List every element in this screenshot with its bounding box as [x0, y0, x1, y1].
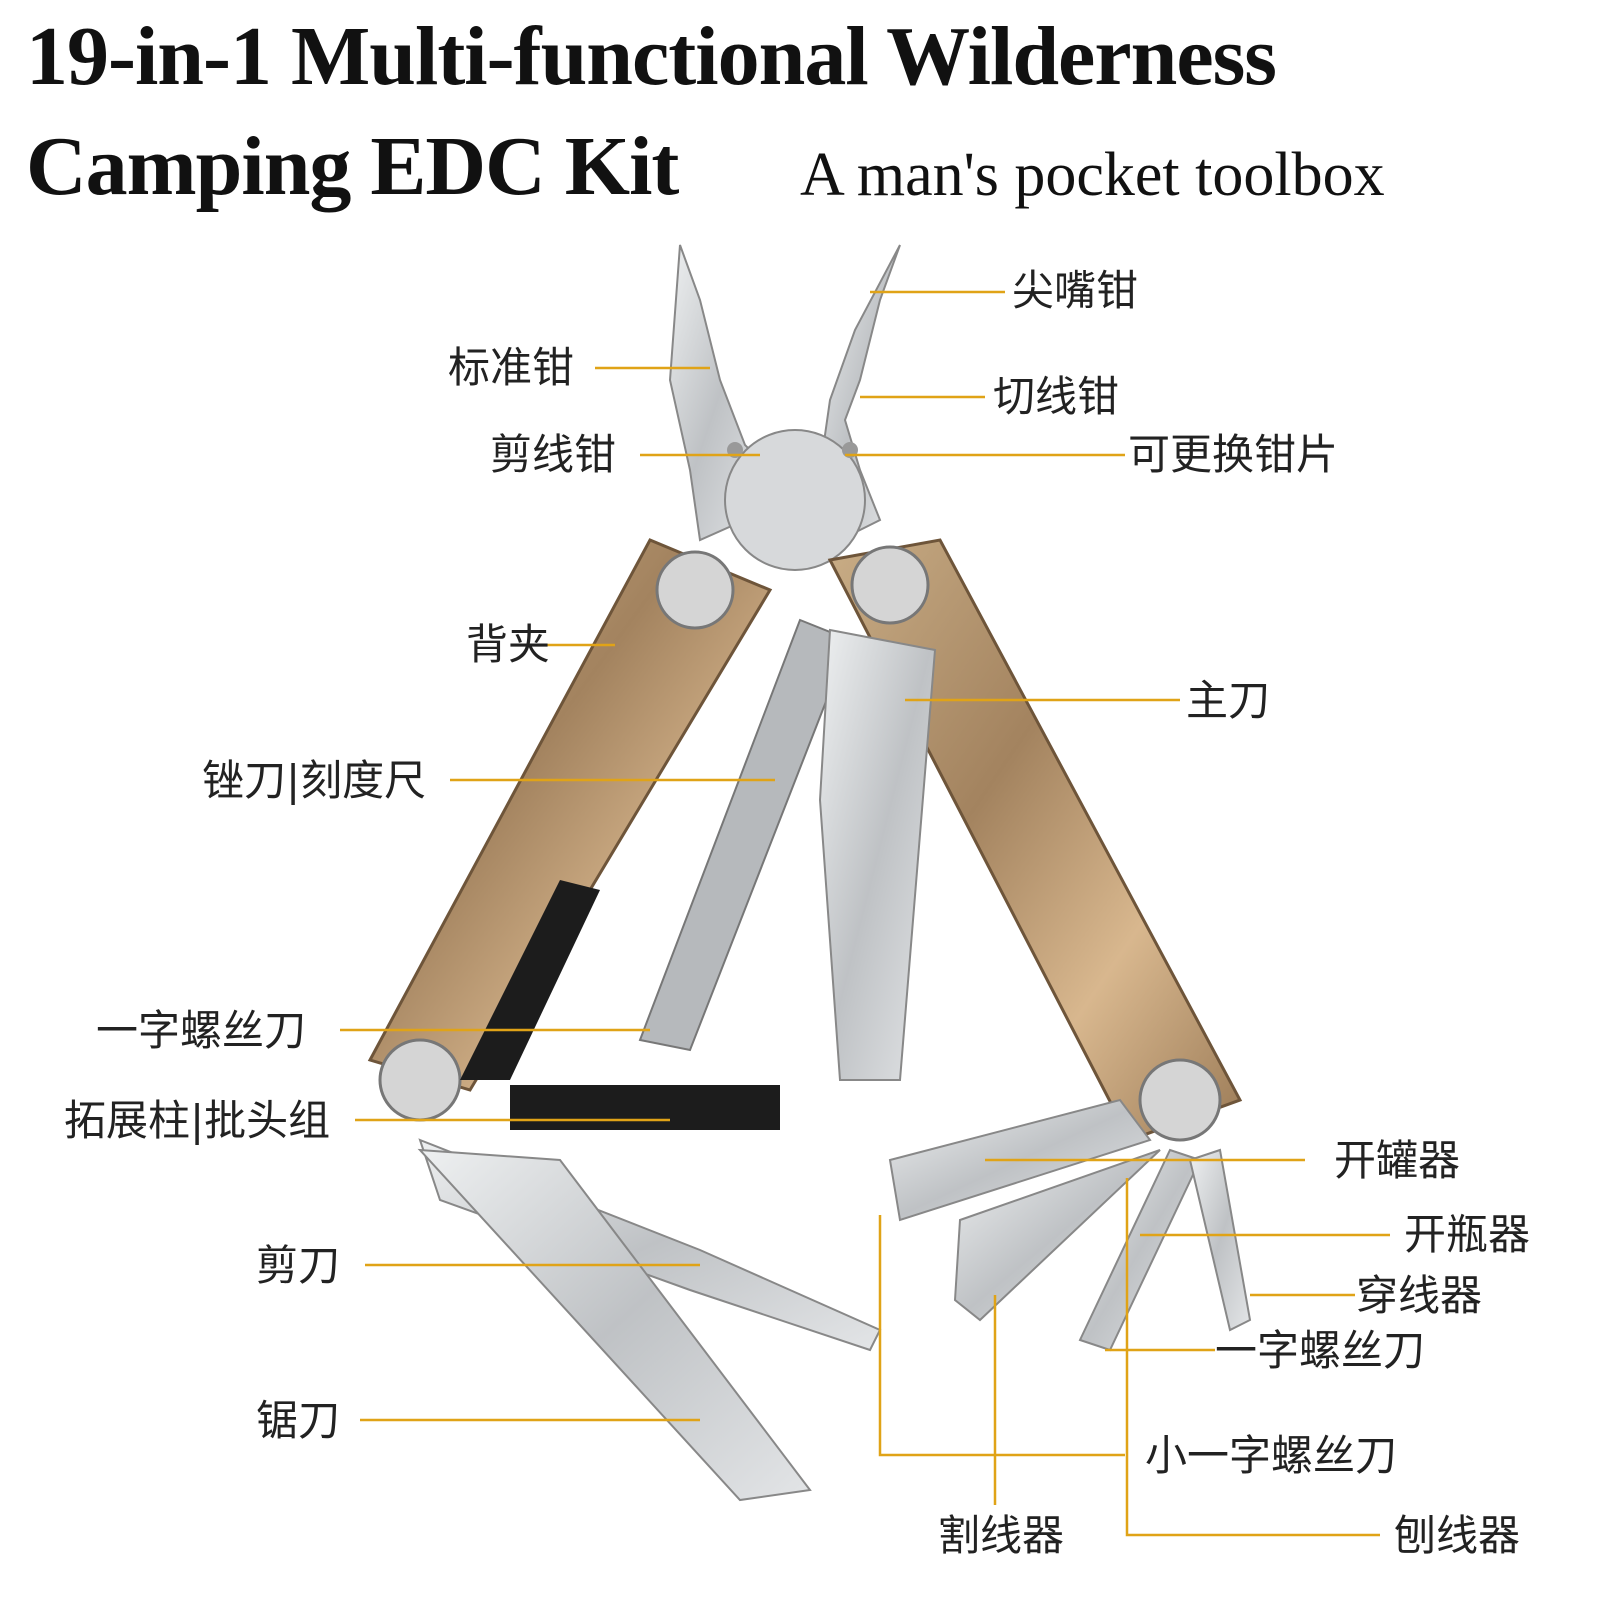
- threader-tool: [1188, 1148, 1252, 1332]
- label-extension-bits: 拓展柱|批头组: [64, 1096, 331, 1145]
- cord-cutter-tool: [953, 1149, 1161, 1322]
- left-handle: [367, 538, 773, 1122]
- label-wire-planer: 刨线器: [1394, 1511, 1521, 1560]
- label-bottle-opener: 开瓶器: [1404, 1210, 1531, 1259]
- label-can-opener: 开罐器: [1334, 1136, 1461, 1185]
- label-flat-screwdriver-right: 一字螺丝刀: [1215, 1326, 1426, 1375]
- label-back-clip: 背夹: [466, 620, 551, 669]
- label-main-blade: 主刀: [1186, 676, 1271, 725]
- label-small-flat-screwdriver: 小一字螺丝刀: [1145, 1431, 1398, 1480]
- label-needle-nose-pliers: 尖嘴钳: [1012, 266, 1139, 315]
- leader-lines: [340, 290, 1390, 1537]
- label-scissors: 剪刀: [256, 1241, 341, 1290]
- subtitle: A man's pocket toolbox: [800, 141, 1385, 209]
- plier-jaws: [668, 244, 901, 571]
- label-threader: 穿线器: [1356, 1271, 1483, 1320]
- title-line-1: 19-in-1 Multi-functional Wilderness: [26, 10, 1277, 103]
- bit-holder: [510, 1085, 780, 1130]
- label-wire-cutter: 切线钳: [993, 372, 1120, 421]
- label-cord-cutter: 割线器: [938, 1511, 1065, 1560]
- label-flat-screwdriver-left: 一字螺丝刀: [96, 1006, 307, 1055]
- title-line-2: Camping EDC Kit: [26, 120, 679, 213]
- label-file-ruler: 锉刀|刻度尺: [202, 756, 427, 805]
- main-blade: [818, 628, 937, 1081]
- label-saw: 锯刀: [256, 1396, 341, 1445]
- saw-blade: [417, 1148, 812, 1502]
- label-replaceable-jaw: 可更换钳片: [1128, 430, 1339, 479]
- label-wire-stripper: 剪线钳: [490, 430, 617, 479]
- label-standard-pliers: 标准钳: [448, 343, 575, 392]
